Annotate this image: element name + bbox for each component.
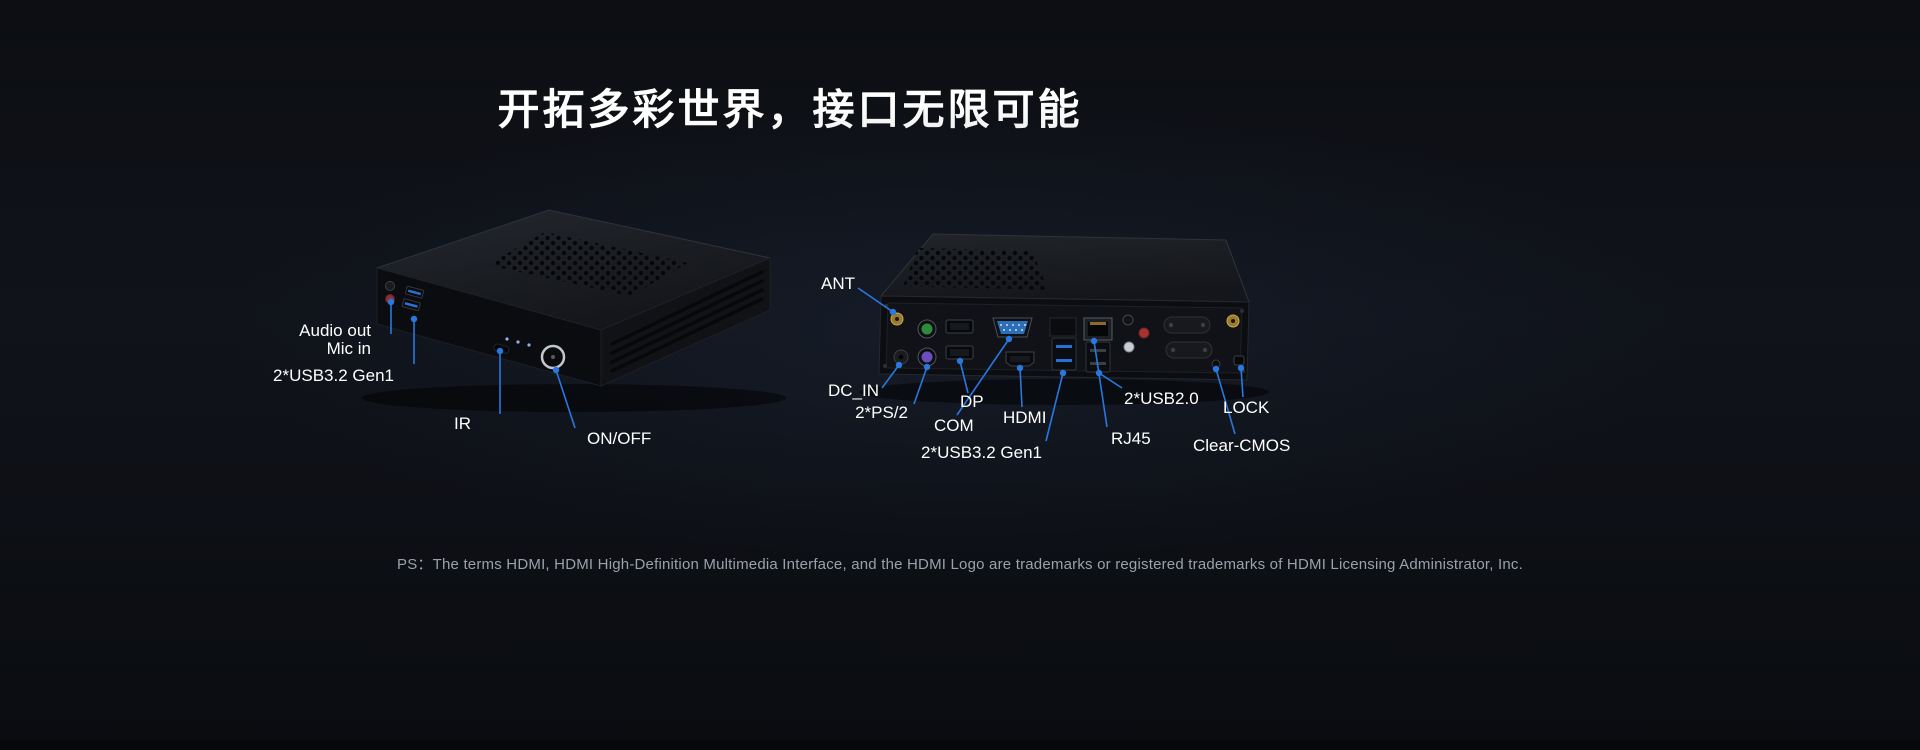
ps2-ports: [917, 319, 937, 367]
label-audio-out: Audio out: [299, 321, 371, 340]
label-lock: LOCK: [1223, 398, 1270, 417]
lock-slot: [1233, 355, 1245, 366]
callout-dot-lock: [1237, 364, 1245, 372]
callout-dot-ps2: [923, 363, 931, 371]
label-usb32-front: 2*USB3.2 Gen1: [273, 366, 394, 385]
callout-dots: [387, 298, 1245, 377]
antenna-connector-right-pin: [1231, 319, 1235, 323]
bottom-strip: [0, 740, 1920, 750]
side-vent-slots: [610, 270, 764, 373]
rear-device: [859, 233, 1269, 405]
callout-line-hdmi: [1019, 367, 1023, 408]
top-vent-grille: [487, 232, 688, 296]
label-usb20: 2*USB2.0: [1124, 389, 1199, 408]
callout-dot-on-off: [552, 366, 560, 374]
callout-line-clear-cmos: [1215, 368, 1236, 435]
dp-ports: [945, 319, 974, 360]
label-com: COM: [934, 416, 974, 435]
blank-port: [1049, 317, 1077, 337]
rear-device-shadow: [859, 379, 1269, 405]
usb3-rear-stack: [1051, 337, 1077, 371]
callout-dot-dp: [956, 357, 964, 365]
power-button-led: [551, 355, 555, 359]
callout-dot-audio: [387, 298, 395, 306]
front-device: [362, 209, 786, 412]
callout-dot-dc-in: [895, 361, 903, 369]
callout-dot-usb2-rear: [1095, 369, 1103, 377]
label-dc-in: DC_IN: [827, 381, 879, 400]
label-rj45: RJ45: [1111, 429, 1151, 448]
label-ant: ANT: [821, 274, 855, 293]
callout-line-usb2-rear: [1098, 372, 1123, 389]
callout-line-dp: [959, 360, 969, 394]
rear-top-vent-grille: [903, 248, 1048, 290]
usb3-front-ports: [401, 285, 425, 312]
callout-line-rj45: [1093, 340, 1108, 428]
front-device-shadow: [362, 384, 786, 412]
label-ir: IR: [454, 414, 471, 433]
panel-screws: [883, 304, 1245, 373]
label-on-off: ON/OFF: [587, 429, 652, 448]
status-leds: [505, 337, 531, 347]
callout-line-ant: [857, 287, 894, 313]
callout-line-usb3-rear: [1045, 372, 1064, 442]
audio-out-jack: [385, 281, 395, 291]
label-hdmi: HDMI: [1003, 408, 1047, 427]
hdmi-disclaimer: PS：The terms HDMI, HDMI High-Definition …: [397, 556, 1523, 573]
antenna-connector-left-pin: [895, 317, 899, 321]
label-clear-cmos: Clear-CMOS: [1193, 436, 1291, 455]
callout-line-com: [956, 338, 1010, 416]
callout-line-ps2: [913, 366, 928, 405]
label-ps2: 2*PS/2: [855, 403, 908, 422]
com-knockout-plates: [1163, 316, 1213, 359]
label-dp: DP: [960, 392, 984, 411]
callout-dot-com: [1005, 335, 1013, 343]
callout-dot-rj45: [1090, 337, 1098, 345]
callout-line-dc-in: [881, 364, 900, 389]
callout-dot-hdmi: [1016, 364, 1024, 372]
label-mic-in: Mic in: [326, 339, 371, 358]
rj45-port: [1083, 317, 1113, 341]
hdmi-port: [1005, 351, 1035, 367]
callout-line-on-off: [555, 369, 576, 429]
callout-dot-usb3-rear: [1059, 369, 1067, 377]
label-usb32-rear: 2*USB3.2 Gen1: [921, 443, 1042, 462]
callout-dot-usb-front: [410, 315, 418, 323]
com-port: [992, 317, 1033, 338]
callout-dot-ant: [889, 308, 897, 316]
callout-lines: [390, 287, 1244, 442]
callout-dot-ir: [496, 347, 504, 355]
rear-audio-jacks: [1122, 314, 1150, 353]
callout-dot-clear-cmos: [1212, 365, 1220, 373]
callout-line-lock: [1240, 367, 1244, 398]
dc-in-pin: [898, 354, 904, 360]
